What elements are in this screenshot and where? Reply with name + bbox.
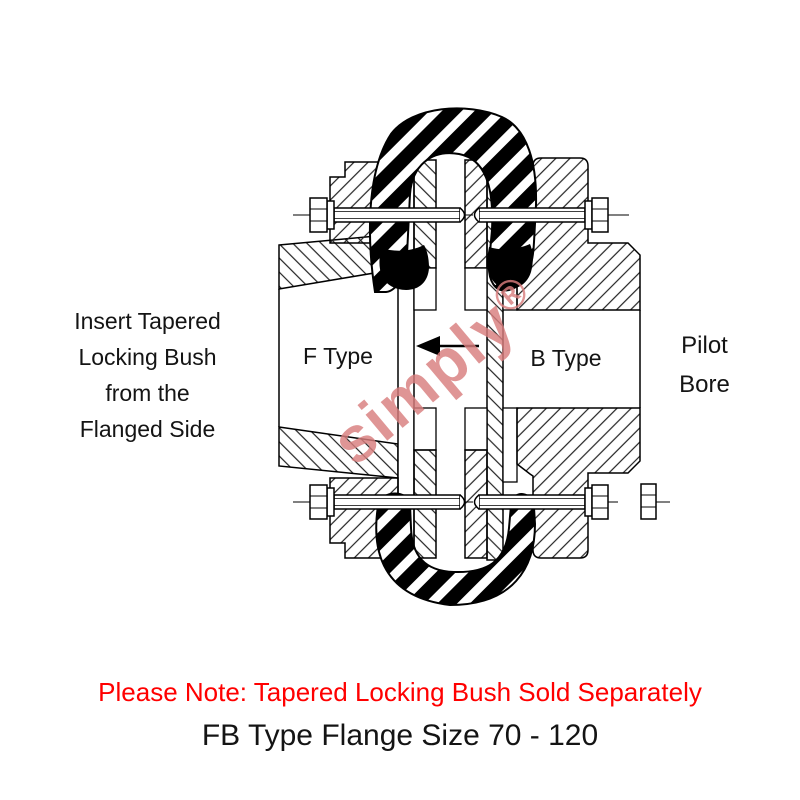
- b-type-hub: [516, 157, 641, 559]
- tyre-element: [368, 107, 538, 607]
- f-type-hub: [278, 233, 399, 479]
- side-note-line: Insert Tapered: [74, 308, 221, 334]
- tyre-bottom-arch: [375, 492, 537, 607]
- loose-nut: [640, 483, 670, 520]
- side-note-line: Flanged Side: [79, 416, 216, 442]
- direction-arrow: [416, 336, 479, 356]
- bolt-top-left: [293, 197, 473, 233]
- side-note: Insert Tapered Locking Bush from the Fla…: [25, 303, 270, 447]
- side-note-line: Locking Bush: [78, 344, 217, 370]
- pilot-bore-line: Pilot: [681, 332, 728, 359]
- footer-warning-note: Please Note: Tapered Locking Bush Sold S…: [98, 677, 702, 707]
- tyre-top-right-bead: [487, 244, 533, 289]
- side-note-line: from the: [105, 380, 190, 406]
- bolt-bottom-left: [293, 484, 473, 520]
- footer-product-title: FB Type Flange Size 70 - 120: [201, 719, 599, 752]
- pilot-bore-line: Bore: [679, 371, 730, 398]
- tyre-top-left-bead: [379, 245, 429, 290]
- bolt-top-right: [473, 197, 629, 233]
- f-type-label: F Type: [303, 343, 373, 369]
- pilot-bore-label: Pilot Bore: [652, 326, 757, 404]
- b-type-label: B Type: [530, 345, 602, 371]
- bolt-bottom-right: [473, 484, 618, 520]
